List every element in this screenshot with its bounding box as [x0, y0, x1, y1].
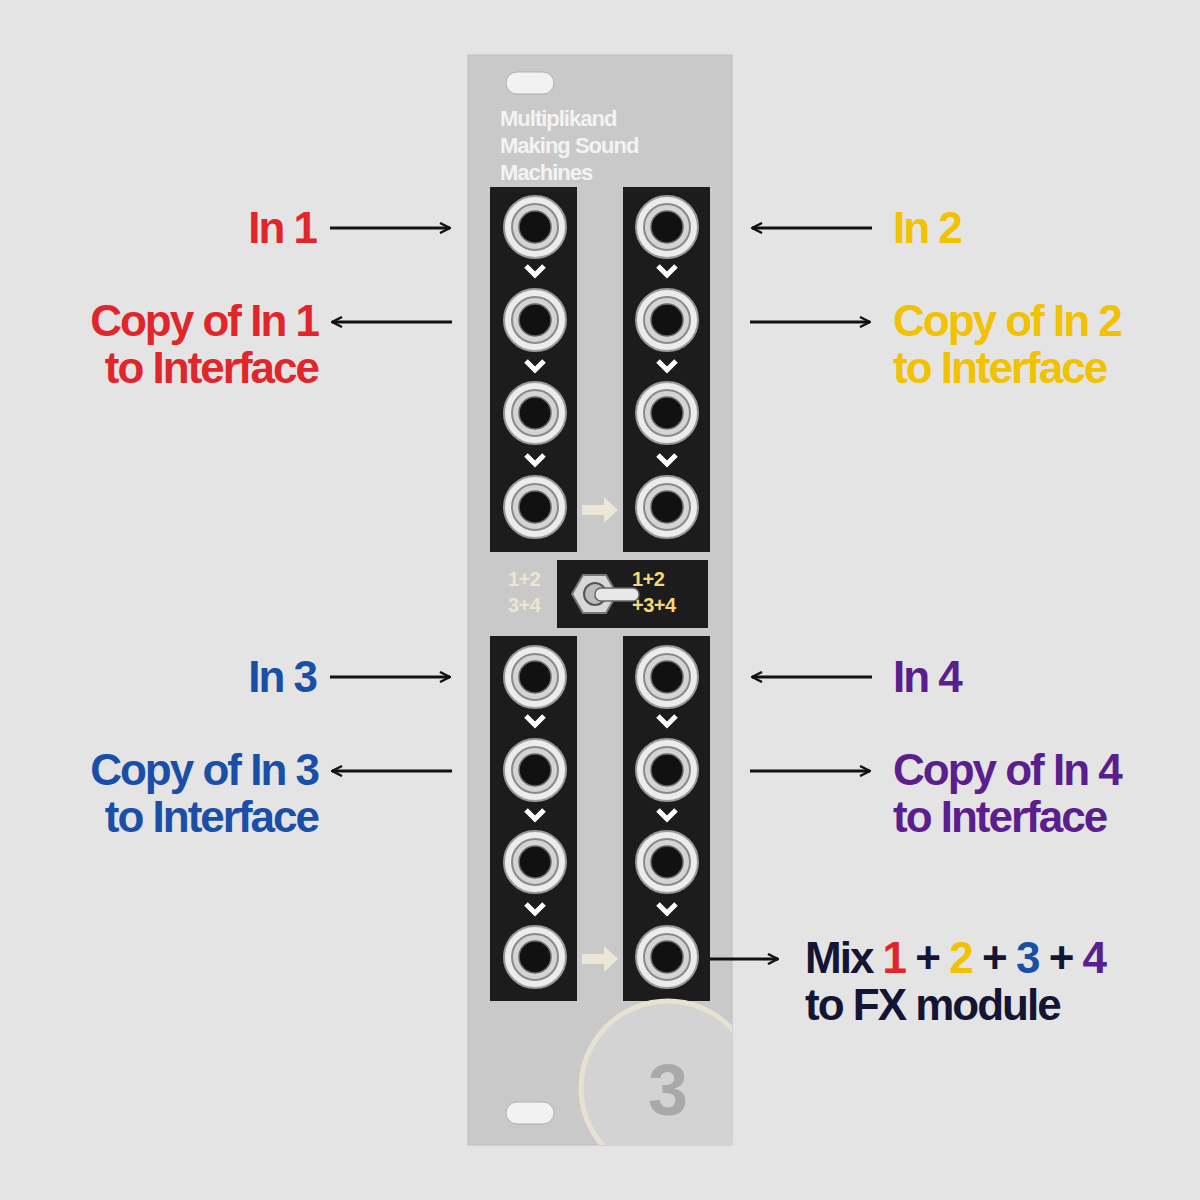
mix-output-label: Mix 1 + 2 + 3 + 4 to FX module: [805, 934, 1105, 1028]
input-label: In 4: [893, 653, 961, 700]
jack-block: [623, 636, 710, 1001]
mount-slot: [506, 72, 554, 94]
module-number-circle: 3: [578, 998, 732, 1145]
switch-label: 1+2 +3+4: [632, 566, 692, 618]
switch-box: [557, 560, 708, 628]
module-number: 3: [578, 1050, 732, 1130]
output-label: Copy of In 4 to Interface: [893, 746, 1121, 840]
jack-block: [490, 636, 577, 1001]
input-label: In 2: [893, 204, 961, 251]
mount-slot: [506, 1102, 554, 1124]
module-panel: Multiplikand Making Sound Machines 1+2 +3…: [468, 55, 732, 1145]
switch-position-label: 1+2 3+4: [508, 566, 554, 618]
input-label: In 1: [248, 204, 316, 251]
output-label: Copy of In 2 to Interface: [893, 297, 1121, 391]
jack-block: [623, 187, 710, 552]
panel-title: Multiplikand Making Sound Machines: [500, 105, 672, 186]
switch-label-box: 1+2 +3+4: [626, 562, 706, 626]
input-label: In 3: [248, 653, 316, 700]
leader-arrows: [330, 228, 872, 959]
jack-block: [490, 187, 577, 552]
output-label: Copy of In 1 to Interface: [90, 297, 318, 391]
link-arrow: [582, 497, 618, 523]
panel: [468, 55, 732, 1145]
link-arrow: [582, 946, 618, 972]
output-label: Copy of In 3 to Interface: [90, 746, 318, 840]
